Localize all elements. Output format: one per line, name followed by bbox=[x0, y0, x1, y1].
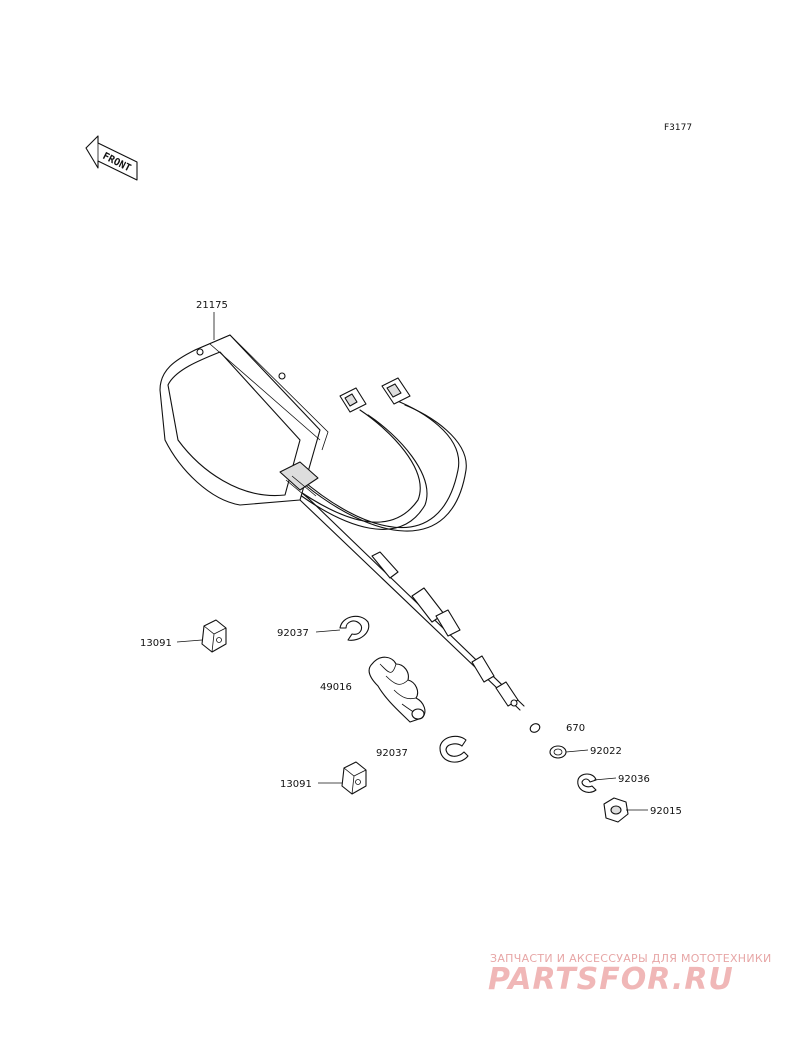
part-label-92036: 92036 bbox=[618, 774, 650, 785]
part-label-49016: 49016 bbox=[320, 682, 352, 693]
watermark-brand[interactable]: PARTSFOR.RU bbox=[488, 962, 734, 997]
part-label-92037-lower: 92037 bbox=[376, 748, 408, 759]
part-label-21175: 21175 bbox=[196, 300, 228, 311]
connector-right bbox=[381, 377, 411, 405]
connector-left bbox=[339, 387, 367, 413]
control-unit-21175 bbox=[159, 334, 525, 711]
watermark-subtitle: ЗАПЧАСТИ И АКСЕССУАРЫ ДЛЯ МОТОТЕХНИКИ bbox=[490, 952, 772, 965]
leader-92022 bbox=[565, 749, 589, 753]
nut-92015 bbox=[603, 797, 629, 823]
leader-92037-upper bbox=[315, 629, 341, 633]
block-13091-upper bbox=[201, 619, 227, 653]
part-label-13091-lower: 13091 bbox=[280, 779, 312, 790]
boot-49016 bbox=[368, 656, 426, 723]
leader-92036 bbox=[593, 777, 617, 781]
part-label-92037-upper: 92037 bbox=[277, 628, 309, 639]
block-13091-lower bbox=[341, 761, 367, 795]
part-label-92022: 92022 bbox=[590, 746, 622, 757]
o-ring-670 bbox=[529, 723, 541, 733]
figure-code: F3177 bbox=[664, 123, 692, 133]
part-label-92015: 92015 bbox=[650, 806, 682, 817]
washer-92036 bbox=[577, 773, 597, 793]
part-label-13091-upper: 13091 bbox=[140, 638, 172, 649]
part-label-670: 670 bbox=[566, 723, 585, 734]
clip-92037-upper bbox=[339, 615, 370, 641]
front-arrow-icon: FRONT bbox=[85, 135, 138, 181]
clip-92037-lower bbox=[439, 735, 469, 763]
washer-92022 bbox=[549, 745, 567, 759]
leader-13091-upper bbox=[176, 639, 203, 643]
